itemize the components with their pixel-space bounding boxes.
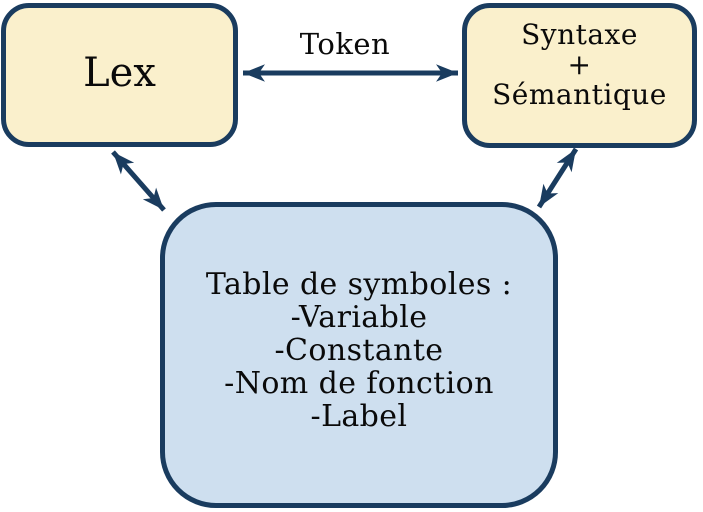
symbol-table-line: -Nom de fonction: [224, 365, 494, 401]
syntax-line: +: [567, 47, 592, 81]
node-lex-label: Lex: [83, 50, 156, 96]
symbol-table-line: -Label: [310, 398, 408, 434]
edge-token-label: Token: [299, 27, 391, 61]
symbol-table-line: Table de symboles :: [205, 266, 513, 302]
lex-symbol-table-double-arrow-icon: [111, 150, 166, 212]
node-symbol-table-label: Table de symboles : -Variable -Constante…: [206, 268, 512, 433]
symbol-table-line: -Constante: [274, 332, 444, 368]
node-lex: Lex: [1, 3, 238, 147]
symbol-table-line: -Variable: [290, 299, 428, 335]
node-syntax-semantics-label: Syntaxe + Sémantique: [492, 17, 667, 111]
syntax-line: Syntaxe: [521, 17, 638, 51]
syntax-line: Sémantique: [492, 77, 667, 111]
node-symbol-table: Table de symboles : -Variable -Constante…: [160, 202, 558, 508]
node-syntax-semantics: Syntaxe + Sémantique: [462, 3, 697, 148]
syntax-symbol-table-double-arrow-icon: [536, 147, 579, 209]
